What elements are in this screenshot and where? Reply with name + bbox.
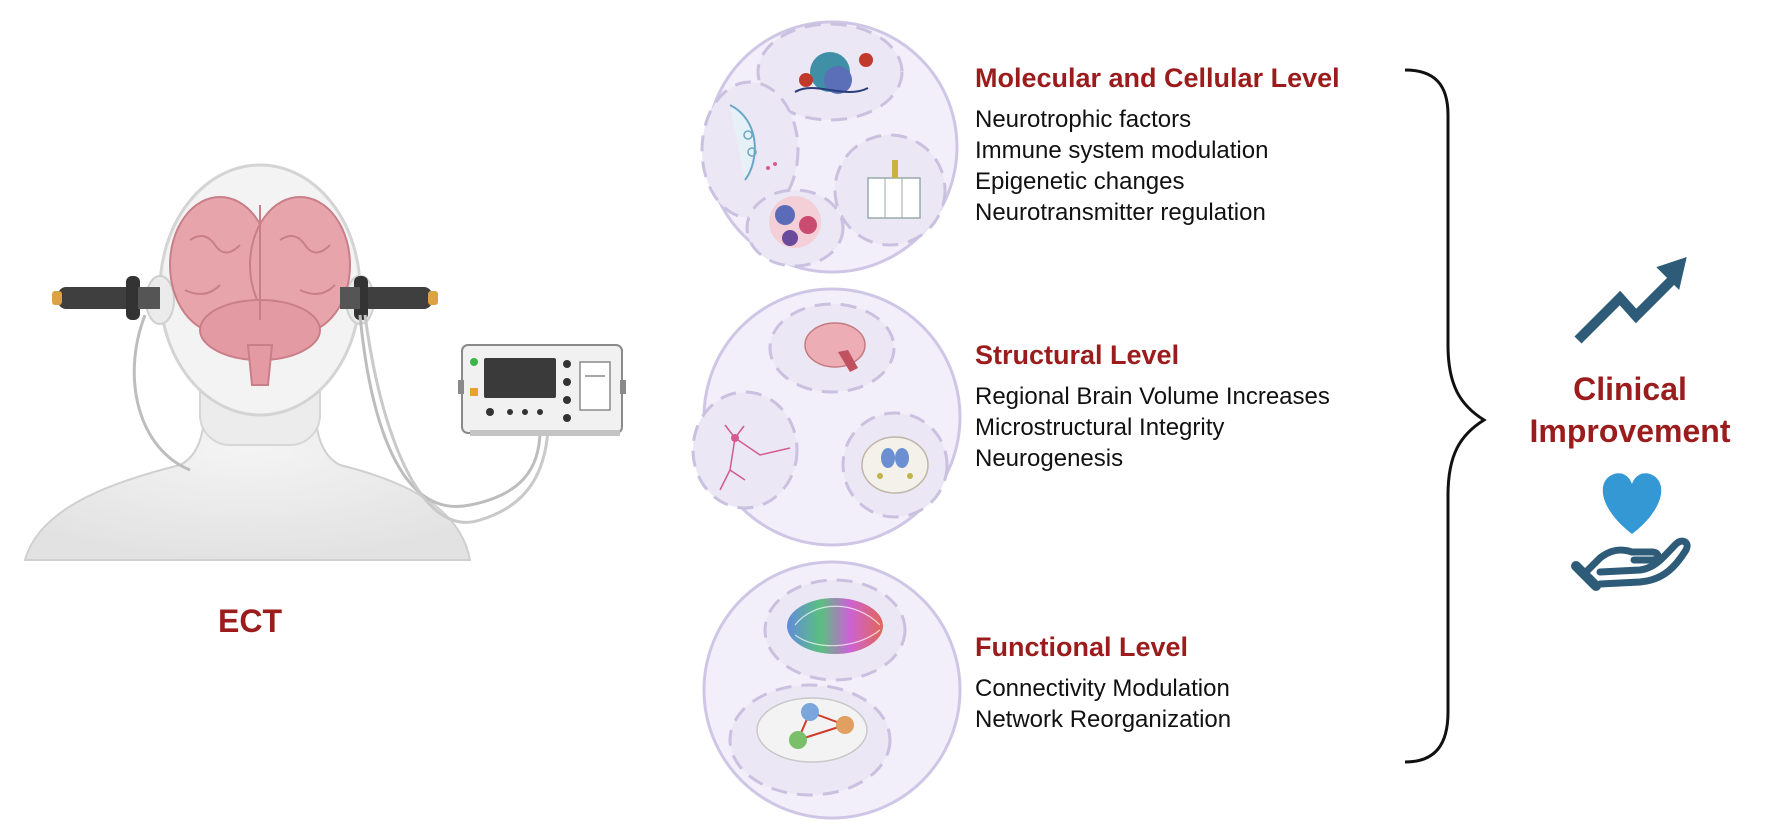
level-item: Connectivity Modulation	[975, 675, 1230, 702]
outcome-line-2: Improvement	[1529, 413, 1731, 449]
sagittal-brain-icon	[804, 322, 866, 372]
level-item: Regional Brain Volume Increases	[975, 383, 1330, 410]
molecular-circle	[700, 20, 959, 274]
immune-cells-icon	[769, 196, 821, 248]
level-title: Molecular and Cellular Level	[975, 63, 1340, 93]
ect-device-icon	[458, 344, 626, 436]
patient-illustration	[23, 163, 550, 561]
clinical-improvement-label: Clinical Improvement	[1510, 368, 1750, 452]
level-title: Structural Level	[975, 340, 1180, 370]
level-item: Microstructural Integrity	[975, 414, 1225, 441]
nucleosome-methylation-icon	[794, 52, 873, 94]
structural-level-block: Structural Level Regional Brain Volume I…	[975, 340, 1330, 474]
level-item: Epigenetic changes	[975, 168, 1185, 195]
outcome-line-1: Clinical	[1573, 371, 1687, 407]
molecular-level-block: Molecular and Cellular Level Neurotrophi…	[975, 63, 1340, 228]
level-item: Neurotransmitter regulation	[975, 199, 1266, 226]
functional-circle	[702, 560, 962, 820]
curly-brace-icon	[1404, 68, 1487, 764]
coronal-brain-slice-icon	[861, 436, 929, 494]
electrode-icon	[52, 276, 438, 320]
ect-label: ECT	[218, 603, 282, 639]
level-item: Network Reorganization	[975, 706, 1232, 733]
neuron-icon	[719, 424, 791, 491]
brain-network-icon	[756, 697, 868, 763]
level-item: Neurogenesis	[975, 445, 1124, 472]
western-blot-icon	[867, 160, 921, 219]
trend-up-arrow-icon	[1574, 256, 1687, 344]
structural-circle	[691, 287, 962, 547]
tractography-icon	[787, 598, 883, 654]
level-item: Immune system modulation	[975, 137, 1269, 164]
level-title: Functional Level	[975, 632, 1189, 662]
functional-level-block: Functional Level Connectivity Modulation…	[975, 632, 1231, 735]
synapse-icon	[729, 104, 777, 181]
brain-icon	[169, 196, 351, 386]
level-item: Neurotrophic factors	[975, 106, 1192, 133]
heart-in-hand-icon	[1571, 473, 1691, 591]
